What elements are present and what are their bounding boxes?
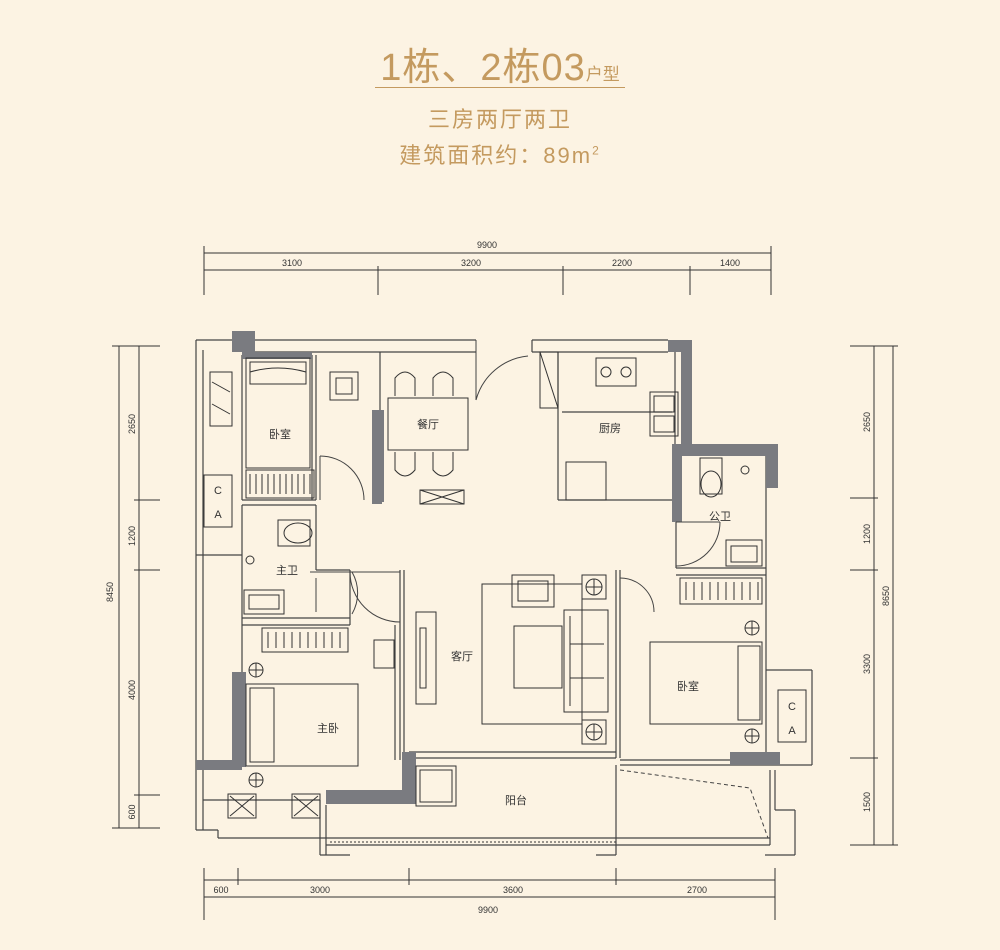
toilet-icon bbox=[277, 519, 311, 547]
room-label-public-bath: 公卫 bbox=[709, 511, 731, 523]
door-swings bbox=[310, 340, 721, 623]
title-divider bbox=[375, 87, 625, 88]
balcony-dashed-outline bbox=[619, 769, 769, 839]
thin-walls bbox=[195, 339, 813, 856]
toilet-icon bbox=[699, 457, 723, 495]
dim-left-total: 8450 bbox=[105, 582, 115, 602]
unit-title-suffix: 户型 bbox=[585, 65, 620, 84]
wardrobe-icon bbox=[245, 469, 315, 499]
dim-bottom-total: 9900 bbox=[478, 905, 498, 915]
layout-description: 三房两厅两卫 bbox=[427, 107, 572, 132]
sink-icon bbox=[649, 391, 679, 437]
chair-icon bbox=[329, 371, 359, 401]
dimension-lines bbox=[112, 246, 898, 920]
sofa-icon bbox=[563, 609, 609, 713]
tv-cabinet-icon bbox=[415, 611, 437, 705]
room-label-balcony: 阳台 bbox=[505, 793, 527, 807]
dim-bottom-segment: 3000 bbox=[310, 885, 330, 895]
furniture bbox=[203, 351, 807, 843]
washing-machine-icon bbox=[415, 765, 457, 807]
bed-icon bbox=[649, 641, 763, 725]
fridge-icon bbox=[565, 461, 607, 501]
dim-bottom-segment: 2700 bbox=[687, 885, 707, 895]
dim-right-segment: 3300 bbox=[862, 654, 872, 674]
dim-right-segment: 1500 bbox=[862, 792, 872, 812]
dim-left-segment: 1200 bbox=[127, 526, 137, 546]
bed-icon bbox=[245, 683, 359, 767]
shower-icon bbox=[740, 465, 750, 475]
shower-icon bbox=[245, 555, 255, 565]
dining-table-icon bbox=[387, 397, 469, 451]
area-superscript: 2 bbox=[592, 143, 601, 158]
dim-top-segment: 3100 bbox=[282, 258, 302, 268]
room-label-dining: 餐厅 bbox=[417, 417, 439, 431]
dim-left-segment: 4000 bbox=[127, 680, 137, 700]
washbasin-icon bbox=[725, 539, 763, 567]
dim-left-segment: 2650 bbox=[127, 414, 137, 434]
stove-icon bbox=[595, 357, 637, 387]
coffee-table-icon bbox=[513, 625, 563, 689]
rug bbox=[481, 583, 583, 725]
dim-bottom-segment: 3600 bbox=[503, 885, 523, 895]
area-line: 建筑面积约：89m2 bbox=[0, 138, 1000, 170]
ac-label: C bbox=[788, 701, 796, 713]
room-label-master-bath: 主卫 bbox=[276, 564, 298, 577]
room-label-living: 客厅 bbox=[451, 649, 473, 663]
dim-bottom-segment: 600 bbox=[213, 885, 228, 895]
room-label-kitchen: 厨房 bbox=[599, 422, 621, 435]
dim-right-segment: 1200 bbox=[862, 524, 872, 544]
ac-label: C bbox=[214, 485, 222, 497]
plan-title: 1栋、2栋03户型 bbox=[0, 36, 1000, 91]
wardrobe-icon bbox=[261, 627, 349, 653]
area-label: 建筑面积约：89m bbox=[399, 143, 593, 168]
dim-top-total: 9900 bbox=[477, 240, 497, 250]
dim-right-total: 8650 bbox=[881, 586, 891, 606]
structural-walls bbox=[196, 331, 780, 804]
armchair-icon bbox=[511, 574, 555, 608]
dim-top-segment: 1400 bbox=[720, 258, 740, 268]
washbasin-icon bbox=[243, 589, 285, 615]
ac-unit-icon bbox=[203, 474, 233, 528]
unit-title: 1栋、2栋03 bbox=[380, 47, 586, 89]
dim-top-segment: 3200 bbox=[461, 258, 481, 268]
room-label-master-bedroom: 主卧 bbox=[317, 722, 339, 735]
dim-top-segment: 2200 bbox=[612, 258, 632, 268]
wardrobe-icon bbox=[679, 577, 763, 605]
bed-icon bbox=[245, 357, 311, 469]
ac-label: A bbox=[214, 509, 222, 521]
ac-label: A bbox=[788, 725, 796, 737]
room-label-bedroom-nw: 卧室 bbox=[269, 427, 291, 441]
ac-unit-icon bbox=[777, 689, 807, 743]
room-label-bedroom-east: 卧室 bbox=[677, 679, 699, 693]
dim-right-segment: 2650 bbox=[862, 412, 872, 432]
dim-left-segment: 600 bbox=[127, 804, 137, 819]
